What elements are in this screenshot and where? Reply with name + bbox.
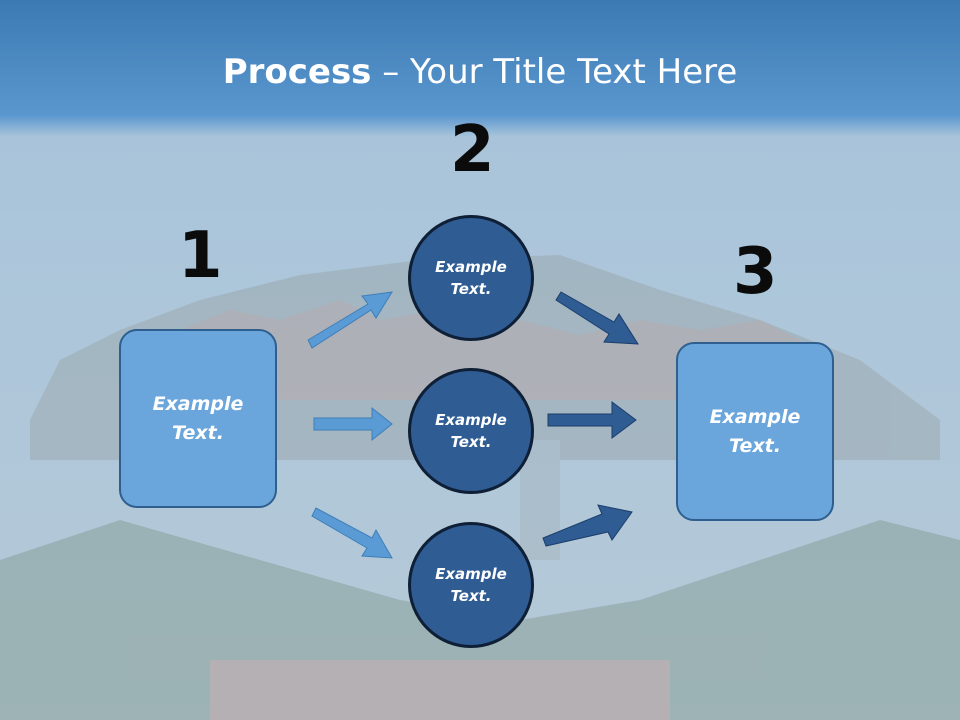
process-circle-3: Example Text.	[408, 522, 534, 648]
arrow-circle-2-to-box	[547, 401, 637, 439]
slide-title: Process – Your Title Text Here	[0, 52, 960, 92]
arrow-box-to-circle-1	[307, 291, 393, 349]
step-number-1: 1	[178, 219, 223, 293]
arrow-box-to-circle-3	[311, 507, 393, 559]
process-circle-2: Example Text.	[408, 368, 534, 494]
title-bold: Process	[222, 52, 372, 92]
arrow-circle-3-to-box	[542, 504, 633, 547]
arrow-box-to-circle-2	[313, 406, 393, 442]
step-number-3: 3	[733, 235, 778, 309]
arrow-circle-1-to-box	[555, 291, 639, 345]
title-rest: – Your Title Text Here	[371, 52, 738, 92]
step-number-2: 2	[450, 113, 495, 187]
right-process-box: Example Text.	[676, 342, 834, 521]
left-process-box: Example Text.	[119, 329, 277, 508]
process-circle-1: Example Text.	[408, 215, 534, 341]
